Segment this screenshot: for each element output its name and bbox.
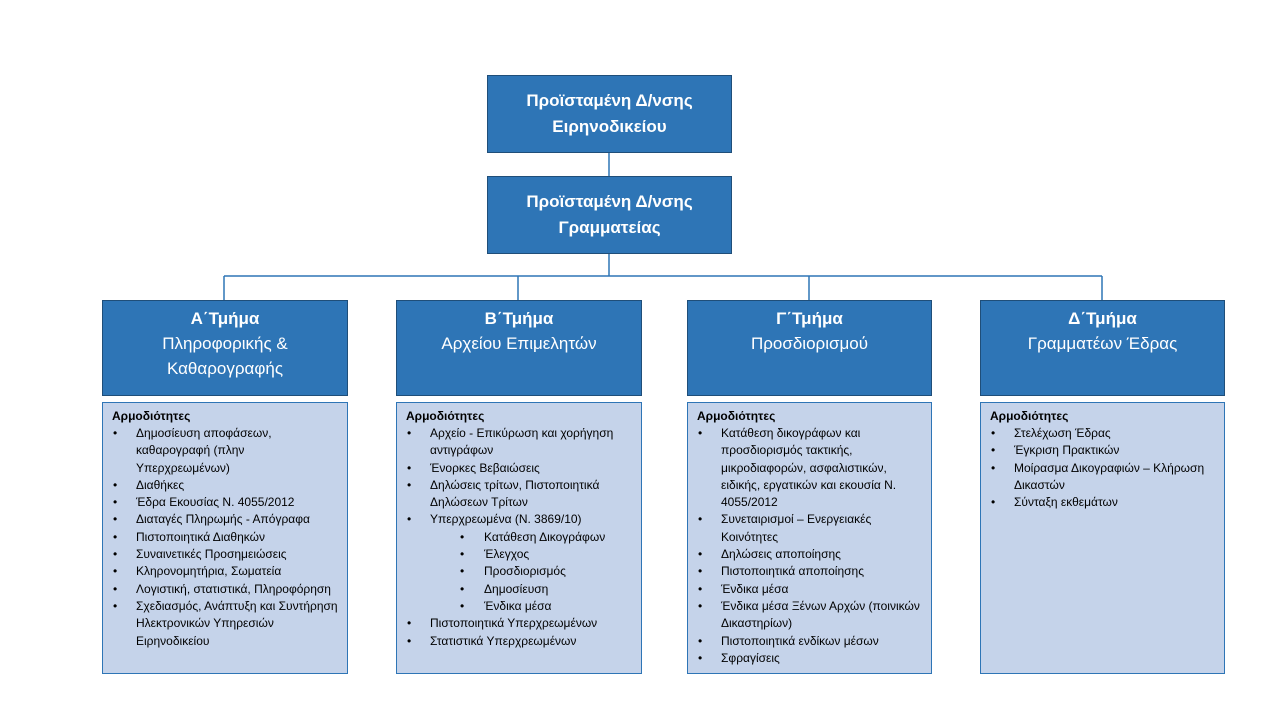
list-item: Διαταγές Πληρωμής - Απόγραφα	[112, 511, 341, 529]
secretariat-director-box[interactable]: Προϊσταμένη Δ/νσης Γραμματείας	[487, 176, 732, 254]
list-item: Δημοσίευση αποφάσεων, καθαρογραφή (πλην …	[112, 425, 341, 477]
list-item: Σύνταξη εκθεμάτων	[990, 494, 1218, 512]
competencies-heading: Αρμοδιότητες	[112, 409, 191, 423]
department-a-subtitle-line2: Καθαρογραφής	[166, 359, 284, 378]
director-title-line2: Ειρηνοδικείου	[552, 117, 667, 136]
list-item: Ένδικα μέσα	[697, 581, 925, 599]
list-item: Στατιστικά Υπερχρεωμένων	[406, 633, 635, 651]
list-item: Συναινετικές Προσημειώσεις	[112, 546, 341, 564]
department-b-box[interactable]: Β΄Τμήμα Αρχείου Επιμελητών	[396, 300, 642, 396]
director-title-line1: Προϊσταμένη Δ/νσης	[526, 91, 693, 110]
department-d-competencies: Αρμοδιότητες Στελέχωση Έδρας Έγκριση Πρα…	[980, 402, 1225, 674]
department-a-name: Α΄Τμήμα	[190, 309, 260, 328]
list-item: Πιστοποιητικά Διαθηκών	[112, 529, 341, 547]
list-item: Κληρονομητήρια, Σωματεία	[112, 563, 341, 581]
list-item: Έγκριση Πρακτικών	[990, 442, 1218, 460]
list-item: Μοίρασμα Δικογραφιών – Κλήρωση Δικαστών	[990, 460, 1218, 495]
department-c-subtitle: Προσδιορισμού	[750, 334, 869, 353]
competencies-heading: Αρμοδιότητες	[697, 409, 776, 423]
department-d-box[interactable]: Δ΄Τμήμα Γραμματέων Έδρας	[980, 300, 1225, 396]
list-item: Διαθήκες	[112, 477, 341, 495]
director-box[interactable]: Προϊσταμένη Δ/νσης Ειρηνοδικείου	[487, 75, 732, 153]
department-c-box[interactable]: Γ΄Τμήμα Προσδιορισμού	[687, 300, 932, 396]
sub-list-item: Προσδιορισμός	[406, 563, 635, 581]
list-item: Αρχείο - Επικύρωση και χορήγηση αντιγράφ…	[406, 425, 635, 460]
competencies-heading: Αρμοδιότητες	[406, 409, 485, 423]
list-item: Σφραγίσεις	[697, 650, 925, 668]
department-c-name: Γ΄Τμήμα	[776, 309, 843, 328]
department-d-name: Δ΄Τμήμα	[1068, 309, 1137, 328]
sub-list-item: Δημοσίευση	[406, 581, 635, 599]
department-a-competencies: Αρμοδιότητες Δημοσίευση αποφάσεων, καθαρ…	[102, 402, 348, 674]
department-c-competencies: Αρμοδιότητες Κατάθεση δικογράφων και προ…	[687, 402, 932, 674]
list-item: Κατάθεση δικογράφων και προσδιορισμός τα…	[697, 425, 925, 511]
department-a-subtitle-line1: Πληροφορικής &	[162, 334, 288, 353]
department-a-box[interactable]: Α΄Τμήμα Πληροφορικής & Καθαρογραφής	[102, 300, 348, 396]
list-item: Έδρα Εκουσίας Ν. 4055/2012	[112, 494, 341, 512]
list-item: Στελέχωση Έδρας	[990, 425, 1218, 443]
department-b-subtitle: Αρχείου Επιμελητών	[441, 334, 597, 353]
list-item: Συνεταιρισμοί – Ενεργειακές Κοινότητες	[697, 511, 925, 546]
sub-list-item: Κατάθεση Δικογράφων	[406, 529, 635, 547]
department-d-subtitle: Γραμματέων Έδρας	[1027, 334, 1178, 353]
list-item: Πιστοποιητικά Υπερχρεωμένων	[406, 615, 635, 633]
list-item: Σχεδιασμός, Ανάπτυξη και Συντήρηση Ηλεκτ…	[112, 598, 341, 650]
secretariat-title-line1: Προϊσταμένη Δ/νσης	[526, 192, 693, 211]
competencies-heading: Αρμοδιότητες	[990, 409, 1069, 423]
department-b-competencies: Αρμοδιότητες Αρχείο - Επικύρωση και χορή…	[396, 402, 642, 674]
list-item: Υπερχρεωμένα (Ν. 3869/10)	[406, 511, 635, 529]
secretariat-title-line2: Γραμματείας	[558, 218, 661, 237]
list-item: Πιστοποιητικά ενδίκων μέσων	[697, 633, 925, 651]
sub-list-item: Έλεγχος	[406, 546, 635, 564]
list-item: Ένορκες Βεβαιώσεις	[406, 460, 635, 478]
department-b-name: Β΄Τμήμα	[484, 309, 554, 328]
sub-list-item: Ένδικα μέσα	[406, 598, 635, 616]
list-item: Δηλώσεις τρίτων, Πιστοποιητικά Δηλώσεων …	[406, 477, 635, 512]
list-item: Λογιστική, στατιστικά, Πληροφόρηση	[112, 581, 341, 599]
list-item: Πιστοποιητικά αποποίησης	[697, 563, 925, 581]
list-item: Δηλώσεις αποποίησης	[697, 546, 925, 564]
list-item: Ένδικα μέσα Ξένων Αρχών (ποινικών Δικαστ…	[697, 598, 925, 633]
